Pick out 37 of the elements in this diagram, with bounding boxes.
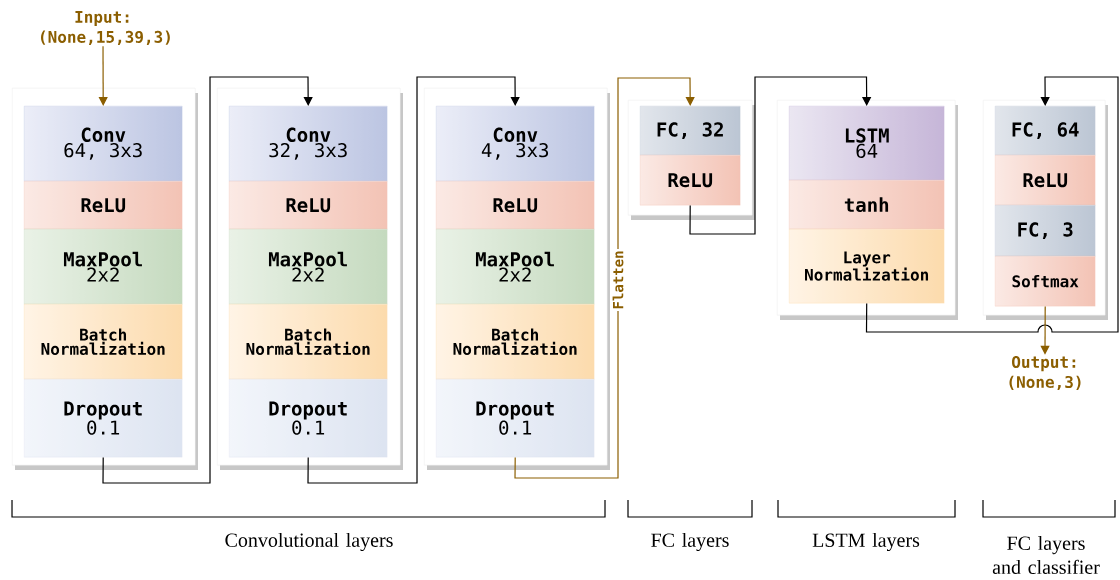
arrow xyxy=(307,76,520,484)
layer-box: LSTM 64 xyxy=(789,106,945,181)
layer-box: Dropout 0.1 xyxy=(229,379,388,458)
layer-box: Dropout 0.1 xyxy=(436,379,595,458)
io-label: Input: (None,15,39,3) xyxy=(41,11,170,45)
layer-box: MaxPool 2x2 xyxy=(229,229,388,305)
edge-label: Flatten xyxy=(611,249,625,311)
layer-box: ReLU xyxy=(995,155,1096,206)
layer-box: Batch Normalization xyxy=(436,304,595,380)
group-label: FC layers and classifier xyxy=(992,535,1100,574)
arrow xyxy=(689,76,872,235)
arrow xyxy=(98,45,108,106)
layer-box: Batch Normalization xyxy=(229,304,388,380)
group-label: FC layers xyxy=(651,532,729,552)
layer-box: FC, 32 xyxy=(640,106,741,156)
io-label: Output: (None,3) xyxy=(1009,355,1081,391)
layer-box: ReLU xyxy=(24,181,183,230)
layer-box: Dropout 0.1 xyxy=(24,379,183,458)
layer-box: Conv 64, 3x3 xyxy=(24,106,183,182)
layer-box: Softmax xyxy=(995,256,1096,307)
arrow xyxy=(514,77,695,479)
layer-box: FC, 3 xyxy=(995,205,1096,257)
arrow xyxy=(102,76,313,484)
layer-box: tanh xyxy=(789,180,945,230)
layer-box: FC, 64 xyxy=(995,106,1096,156)
layer-box: MaxPool 2x2 xyxy=(24,229,183,305)
group-label: LSTM layers xyxy=(812,532,920,552)
layer-box: Conv 32, 3x3 xyxy=(229,106,388,182)
layer-box: Batch Normalization xyxy=(24,304,183,380)
layer-box: ReLU xyxy=(436,181,595,230)
layer-box: Layer Normalization xyxy=(789,229,945,304)
layer-box: ReLU xyxy=(640,155,741,206)
layer-box: Conv 4, 3x3 xyxy=(436,106,595,182)
arrow xyxy=(865,76,1119,333)
layer-box: MaxPool 2x2 xyxy=(436,229,595,305)
layer-box: ReLU xyxy=(229,181,388,230)
group-label: Convolutional layers xyxy=(225,532,393,552)
